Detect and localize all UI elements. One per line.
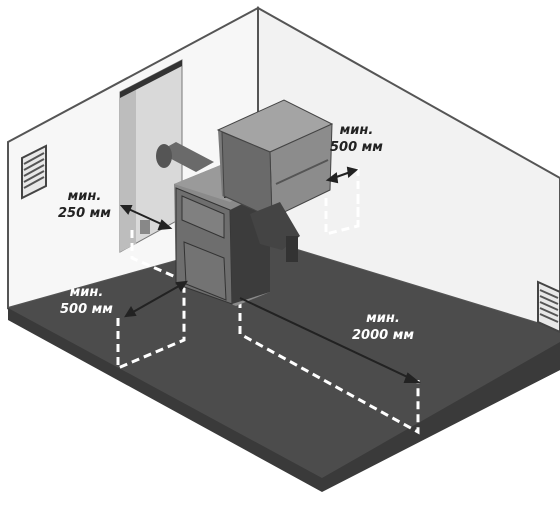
chimney-cap — [120, 60, 182, 98]
label-line1: мин. — [339, 123, 374, 138]
label-clearance-hopper: мин. 500 мм — [330, 122, 383, 156]
arrow-front — [239, 297, 419, 383]
label-line2: 500 мм — [330, 140, 383, 155]
label-line2: 500 мм — [60, 302, 113, 317]
label-line2: 2000 мм — [352, 328, 414, 343]
label-line2: 250 мм — [58, 206, 111, 221]
vent-grille-icon — [537, 280, 560, 334]
arrow-side — [125, 281, 187, 317]
chimney-column-shade — [120, 84, 136, 252]
dimension-arrows — [119, 166, 421, 383]
zone-front — [238, 300, 420, 435]
vent-grille-icon — [21, 144, 47, 200]
label-clearance-side: мин. 500 мм — [60, 284, 113, 318]
label-clearance-wall: мин. 250 мм — [58, 188, 111, 222]
label-line1: мин. — [69, 285, 104, 300]
pellet-boiler-with-hopper-icon — [156, 99, 334, 306]
zone-wall — [130, 230, 179, 280]
label-line1: мин. — [67, 189, 102, 204]
label-line1: мин. — [366, 311, 400, 326]
flue-cleanout — [140, 220, 150, 234]
label-clearance-front: мин. 2000 мм — [352, 310, 414, 344]
clearance-zones — [116, 168, 420, 435]
zone-side — [116, 280, 186, 371]
